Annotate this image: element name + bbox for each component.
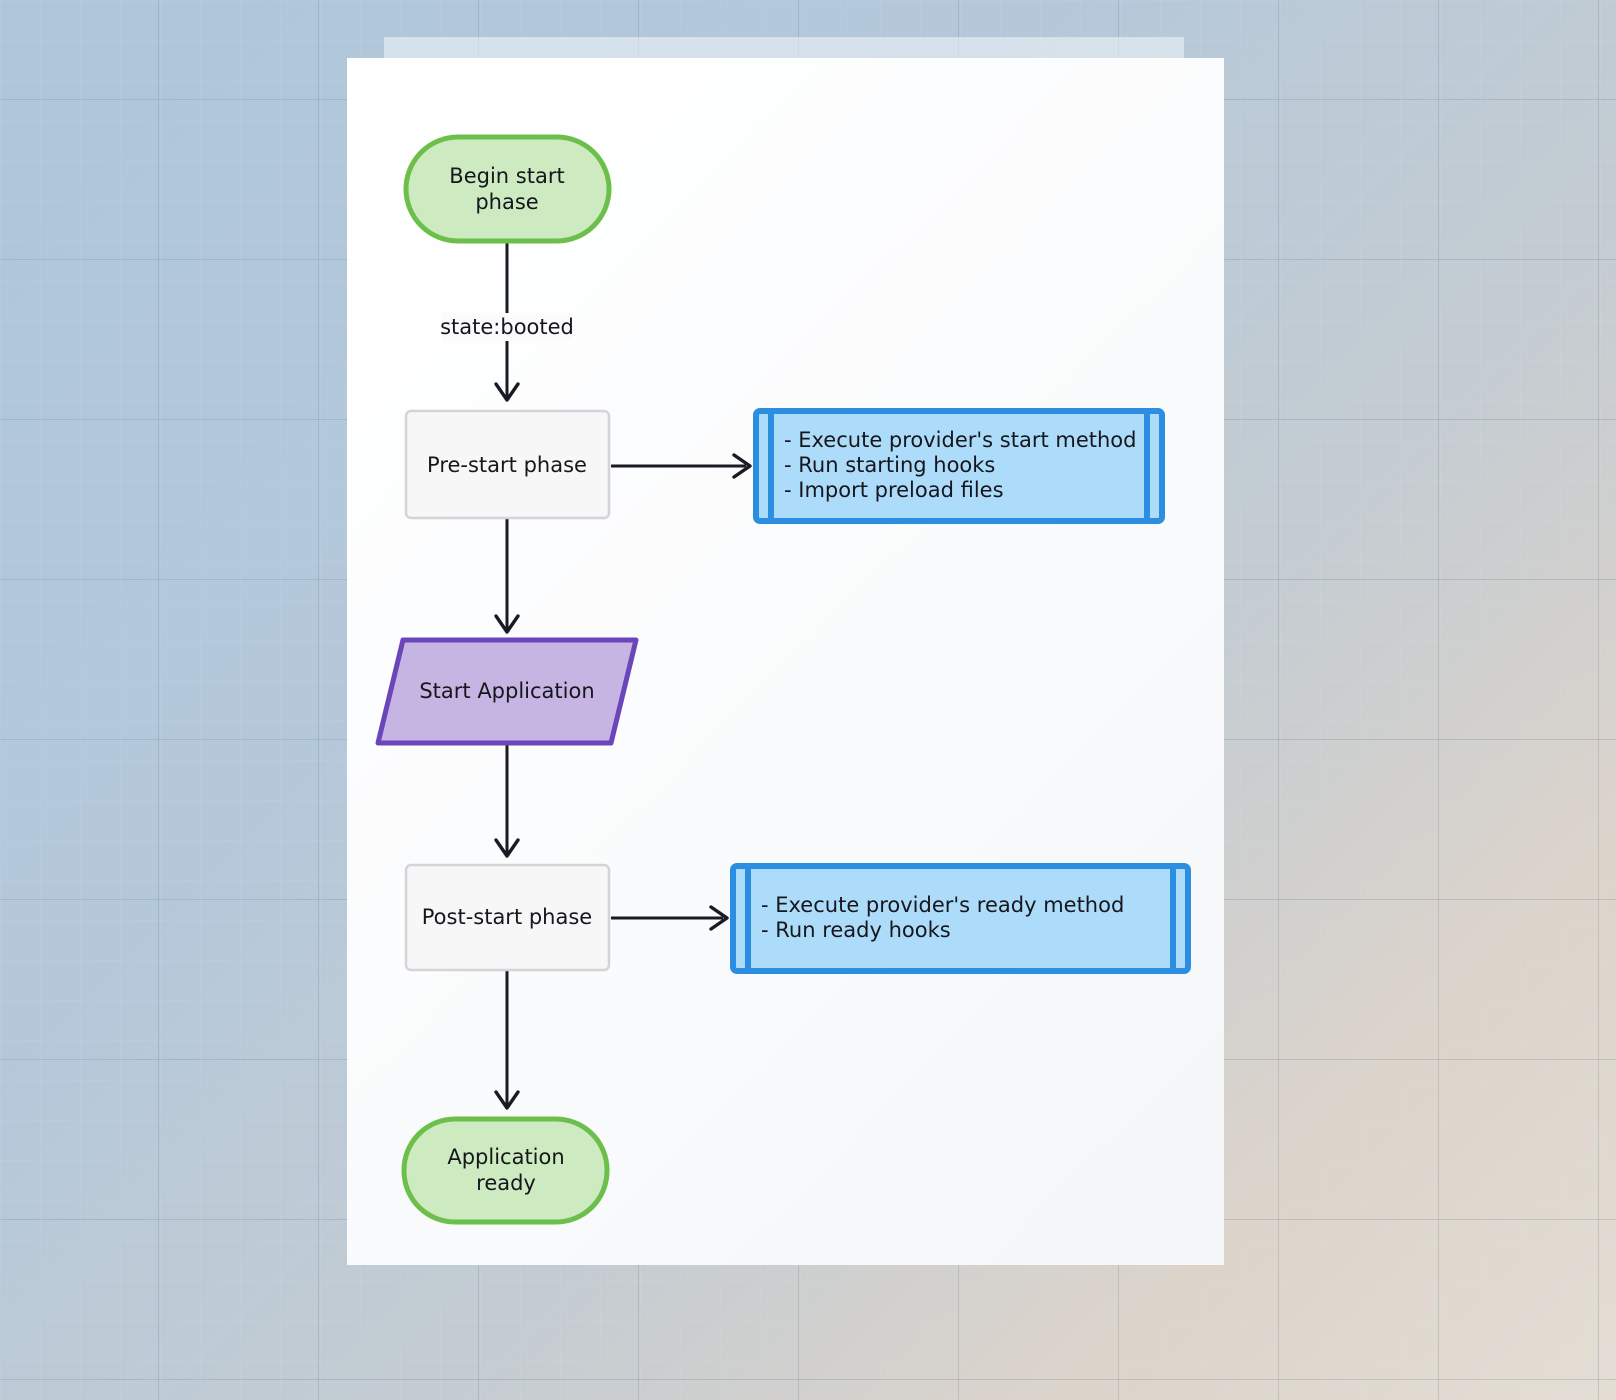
node-post-start-phase[interactable]: Post-start phase [404,863,611,972]
edge-poststart-ready [494,970,520,1110]
edge-prestart-note [611,453,752,479]
node-poststart-label: Post-start phase [422,905,592,929]
note-prestart-line-3: - Import preload files [784,478,1004,502]
note-prestart-shape [753,408,1165,524]
edge-label-state-booted: state:booted [440,313,574,341]
node-ready-shape [401,1116,610,1225]
node-poststart-shape [404,863,611,972]
note-poststart-line-2: - Run ready hooks [761,918,951,942]
note-poststart-shape [730,863,1191,974]
node-startapp-label: Start Application [419,679,594,703]
edge-startapp-poststart [494,744,520,858]
node-prestart-label: Pre-start phase [427,453,587,477]
node-ready-label-line1: Application [447,1145,564,1169]
node-ready-label-line2: ready [476,1171,536,1195]
node-begin-shape [403,134,612,244]
note-pre-start-phase[interactable]: - Execute provider's start method - Run … [753,408,1165,524]
note-prestart-line-2: - Run starting hooks [784,453,995,477]
note-prestart-line-1: - Execute provider's start method [784,428,1136,452]
note-post-start-phase[interactable]: - Execute provider's ready method - Run … [730,863,1191,974]
edge-label-background [442,313,572,341]
edge-label-text: state:booted [440,315,574,339]
note-poststart-line-1: - Execute provider's ready method [761,893,1124,917]
node-begin-start-phase[interactable]: Begin start phase [403,134,612,244]
node-startapp-shape [375,637,639,746]
node-begin-label-line2: phase [475,190,538,214]
node-prestart-shape [404,409,611,520]
node-application-ready[interactable]: Application ready [401,1116,610,1225]
edge-poststart-note [611,905,729,931]
edge-prestart-startapp [494,518,520,634]
node-start-application[interactable]: Start Application [375,637,639,746]
node-begin-label-line1: Begin start [449,164,564,188]
node-pre-start-phase[interactable]: Pre-start phase [404,409,611,520]
